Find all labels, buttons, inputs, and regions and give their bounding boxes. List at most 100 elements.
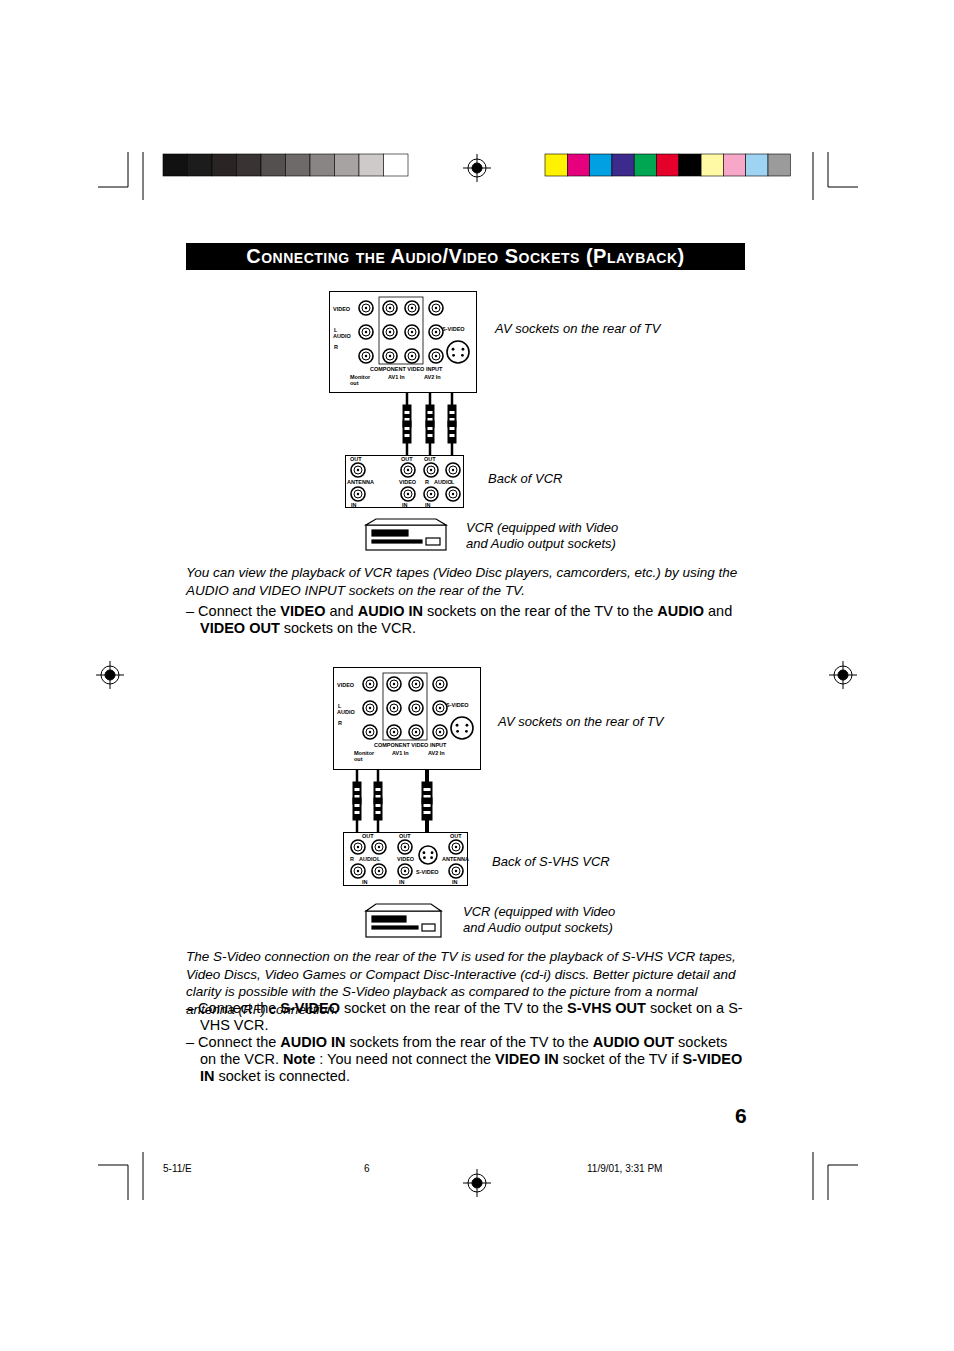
- text-run: AUDIO IN: [280, 1034, 345, 1050]
- panel-label: OUT: [399, 833, 419, 839]
- panel-label: COMPONENT VIDEO INPUT: [374, 742, 454, 748]
- page-number: 6: [735, 1104, 755, 1128]
- text-run: S-VHS OUT: [567, 1000, 646, 1016]
- panel-label: L: [334, 327, 342, 333]
- panel-label: AV1 In: [388, 374, 414, 380]
- text-run: socket is connected.: [215, 1068, 350, 1084]
- panel-label: S-VIDEO: [446, 702, 480, 708]
- text-run: VIDEO: [280, 603, 325, 619]
- panel-label: L: [377, 856, 383, 862]
- text-run: 6: [735, 1104, 747, 1127]
- panel-label: OUT: [350, 456, 370, 462]
- text-run: S-VIDEO: [280, 1000, 340, 1016]
- text-run: : You need not connect the: [315, 1051, 495, 1067]
- text-run: and: [325, 603, 357, 619]
- intro-paragraph: You can view the playback of VCR tapes (…: [186, 564, 746, 599]
- panel-label: VIDEO: [397, 856, 417, 862]
- instruction-step: – Connect the VIDEO and AUDIO IN sockets…: [186, 603, 746, 637]
- instruction-step: – Connect the AUDIO IN sockets from the …: [186, 1034, 746, 1085]
- gray-bar: [163, 154, 408, 176]
- panel-label: IN: [399, 879, 413, 885]
- text-run: AUDIO IN: [358, 603, 423, 619]
- panel-label: VIDEO: [399, 479, 419, 485]
- panel-label: VIDEO: [333, 306, 363, 312]
- text-run: AUDIO: [657, 603, 704, 619]
- vcr-back-panel: OUTANTENNAINOUTVIDEOINOUTRAUDIOLIN: [345, 455, 464, 508]
- text-run: You can view the playback of VCR tapes (…: [186, 565, 737, 598]
- panel-label: OUT: [450, 833, 470, 839]
- callout-label: AV sockets on the rear of TV: [495, 321, 695, 337]
- panel-label: R: [338, 720, 346, 726]
- text-run: and: [704, 603, 732, 619]
- caption-label: VCR (equipped with Video and Audio outpu…: [463, 904, 638, 936]
- panel-label: S-VIDEO: [416, 869, 442, 875]
- callout-label: AV sockets on the rear of TV: [498, 714, 698, 730]
- text-run: 11/9/01, 3:31 PM: [587, 1163, 662, 1174]
- text-run: 6: [364, 1163, 370, 1174]
- text-run: Back of S-VHS VCR: [492, 854, 610, 869]
- panel-label: R: [334, 344, 342, 350]
- registration-marks: [96, 154, 857, 1197]
- panel-label: IN: [452, 879, 466, 885]
- panel-label: AUDIO: [359, 856, 375, 862]
- av-cable: [403, 393, 411, 455]
- text-run: Back of VCR: [488, 471, 562, 486]
- panel-label: AV2 In: [428, 750, 454, 756]
- instruction-step: – Connect the S-VIDEO socket on the rear…: [186, 1000, 746, 1034]
- text-run: 5-11/E: [163, 1163, 192, 1174]
- panel-label: R: [425, 479, 431, 485]
- callout-label: Back of S-VHS VCR: [492, 854, 652, 870]
- panel-label: AUDIO: [333, 333, 355, 339]
- footer-text: 5-11/E: [163, 1163, 223, 1175]
- text-run: – Connect the: [186, 603, 280, 619]
- panel-label: OUT: [362, 833, 382, 839]
- text-run: AV sockets on the rear of TV: [495, 321, 660, 336]
- text-run: sockets from the rear of the TV to the: [346, 1034, 593, 1050]
- av-cable: [353, 770, 361, 832]
- callout-label: Back of VCR: [488, 471, 608, 487]
- vcr-front-illustration: [366, 519, 446, 550]
- av-cable: [426, 393, 434, 455]
- panel-label: AV2 In: [424, 374, 450, 380]
- footer-text: 6: [364, 1163, 384, 1175]
- av-cable: [374, 770, 382, 832]
- text-run: VIDEO IN: [495, 1051, 559, 1067]
- s-video-cable: [422, 770, 432, 832]
- color-bar: [545, 154, 790, 176]
- text-run: socket on the rear of the TV to the: [340, 1000, 567, 1016]
- caption-label: VCR (equipped with Video and Audio outpu…: [466, 520, 641, 552]
- footer-text: 11/9/01, 3:31 PM: [587, 1163, 697, 1175]
- text-run: socket of the TV if: [559, 1051, 683, 1067]
- title-text: Connecting the Audio/Video Sockets (Play…: [246, 245, 685, 267]
- text-run: VCR (equipped with Video and Audio outpu…: [466, 520, 618, 551]
- tv-av-panel: VIDEOLAUDIORS-VIDEOCOMPONENT VIDEO INPUT…: [329, 291, 477, 393]
- panel-label: L: [338, 703, 346, 709]
- panel-label: IN: [362, 879, 376, 885]
- panel-label: L: [451, 479, 457, 485]
- text-run: AUDIO OUT: [593, 1034, 674, 1050]
- panel-label: ANTENNA: [347, 479, 377, 485]
- panel-label: AUDIO: [337, 709, 359, 715]
- text-run: sockets on the rear of the TV to the: [423, 603, 657, 619]
- panel-label: AUDIO: [434, 479, 450, 485]
- text-run: VCR (equipped with Video and Audio outpu…: [463, 904, 615, 935]
- av-cable: [448, 393, 456, 455]
- panel-label: COMPONENT VIDEO INPUT: [370, 366, 450, 372]
- panel-label: Monitor out: [350, 374, 380, 386]
- title-banner: Connecting the Audio/Video Sockets (Play…: [186, 243, 745, 270]
- svhs-vcr-back-panel: OUTRAUDIOLINOUTVIDEOINS-VIDEOOUTANTENNAI…: [343, 832, 468, 886]
- crop-marks: [98, 152, 858, 1200]
- text-run: – Connect the: [186, 1000, 280, 1016]
- text-run: AV sockets on the rear of TV: [498, 714, 663, 729]
- panel-label: IN: [351, 502, 365, 508]
- panel-label: AV1 In: [392, 750, 418, 756]
- panel-label: R: [350, 856, 356, 862]
- panel-label: OUT: [424, 456, 454, 462]
- panel-label: OUT: [401, 456, 421, 462]
- panel-label: IN: [425, 502, 439, 508]
- text-run: – Connect the: [186, 1034, 280, 1050]
- panel-label: ANTENNA: [442, 856, 468, 862]
- text-run: sockets on the VCR.: [280, 620, 416, 636]
- vcr-front-illustration: [366, 904, 441, 937]
- panel-label: VIDEO: [337, 682, 367, 688]
